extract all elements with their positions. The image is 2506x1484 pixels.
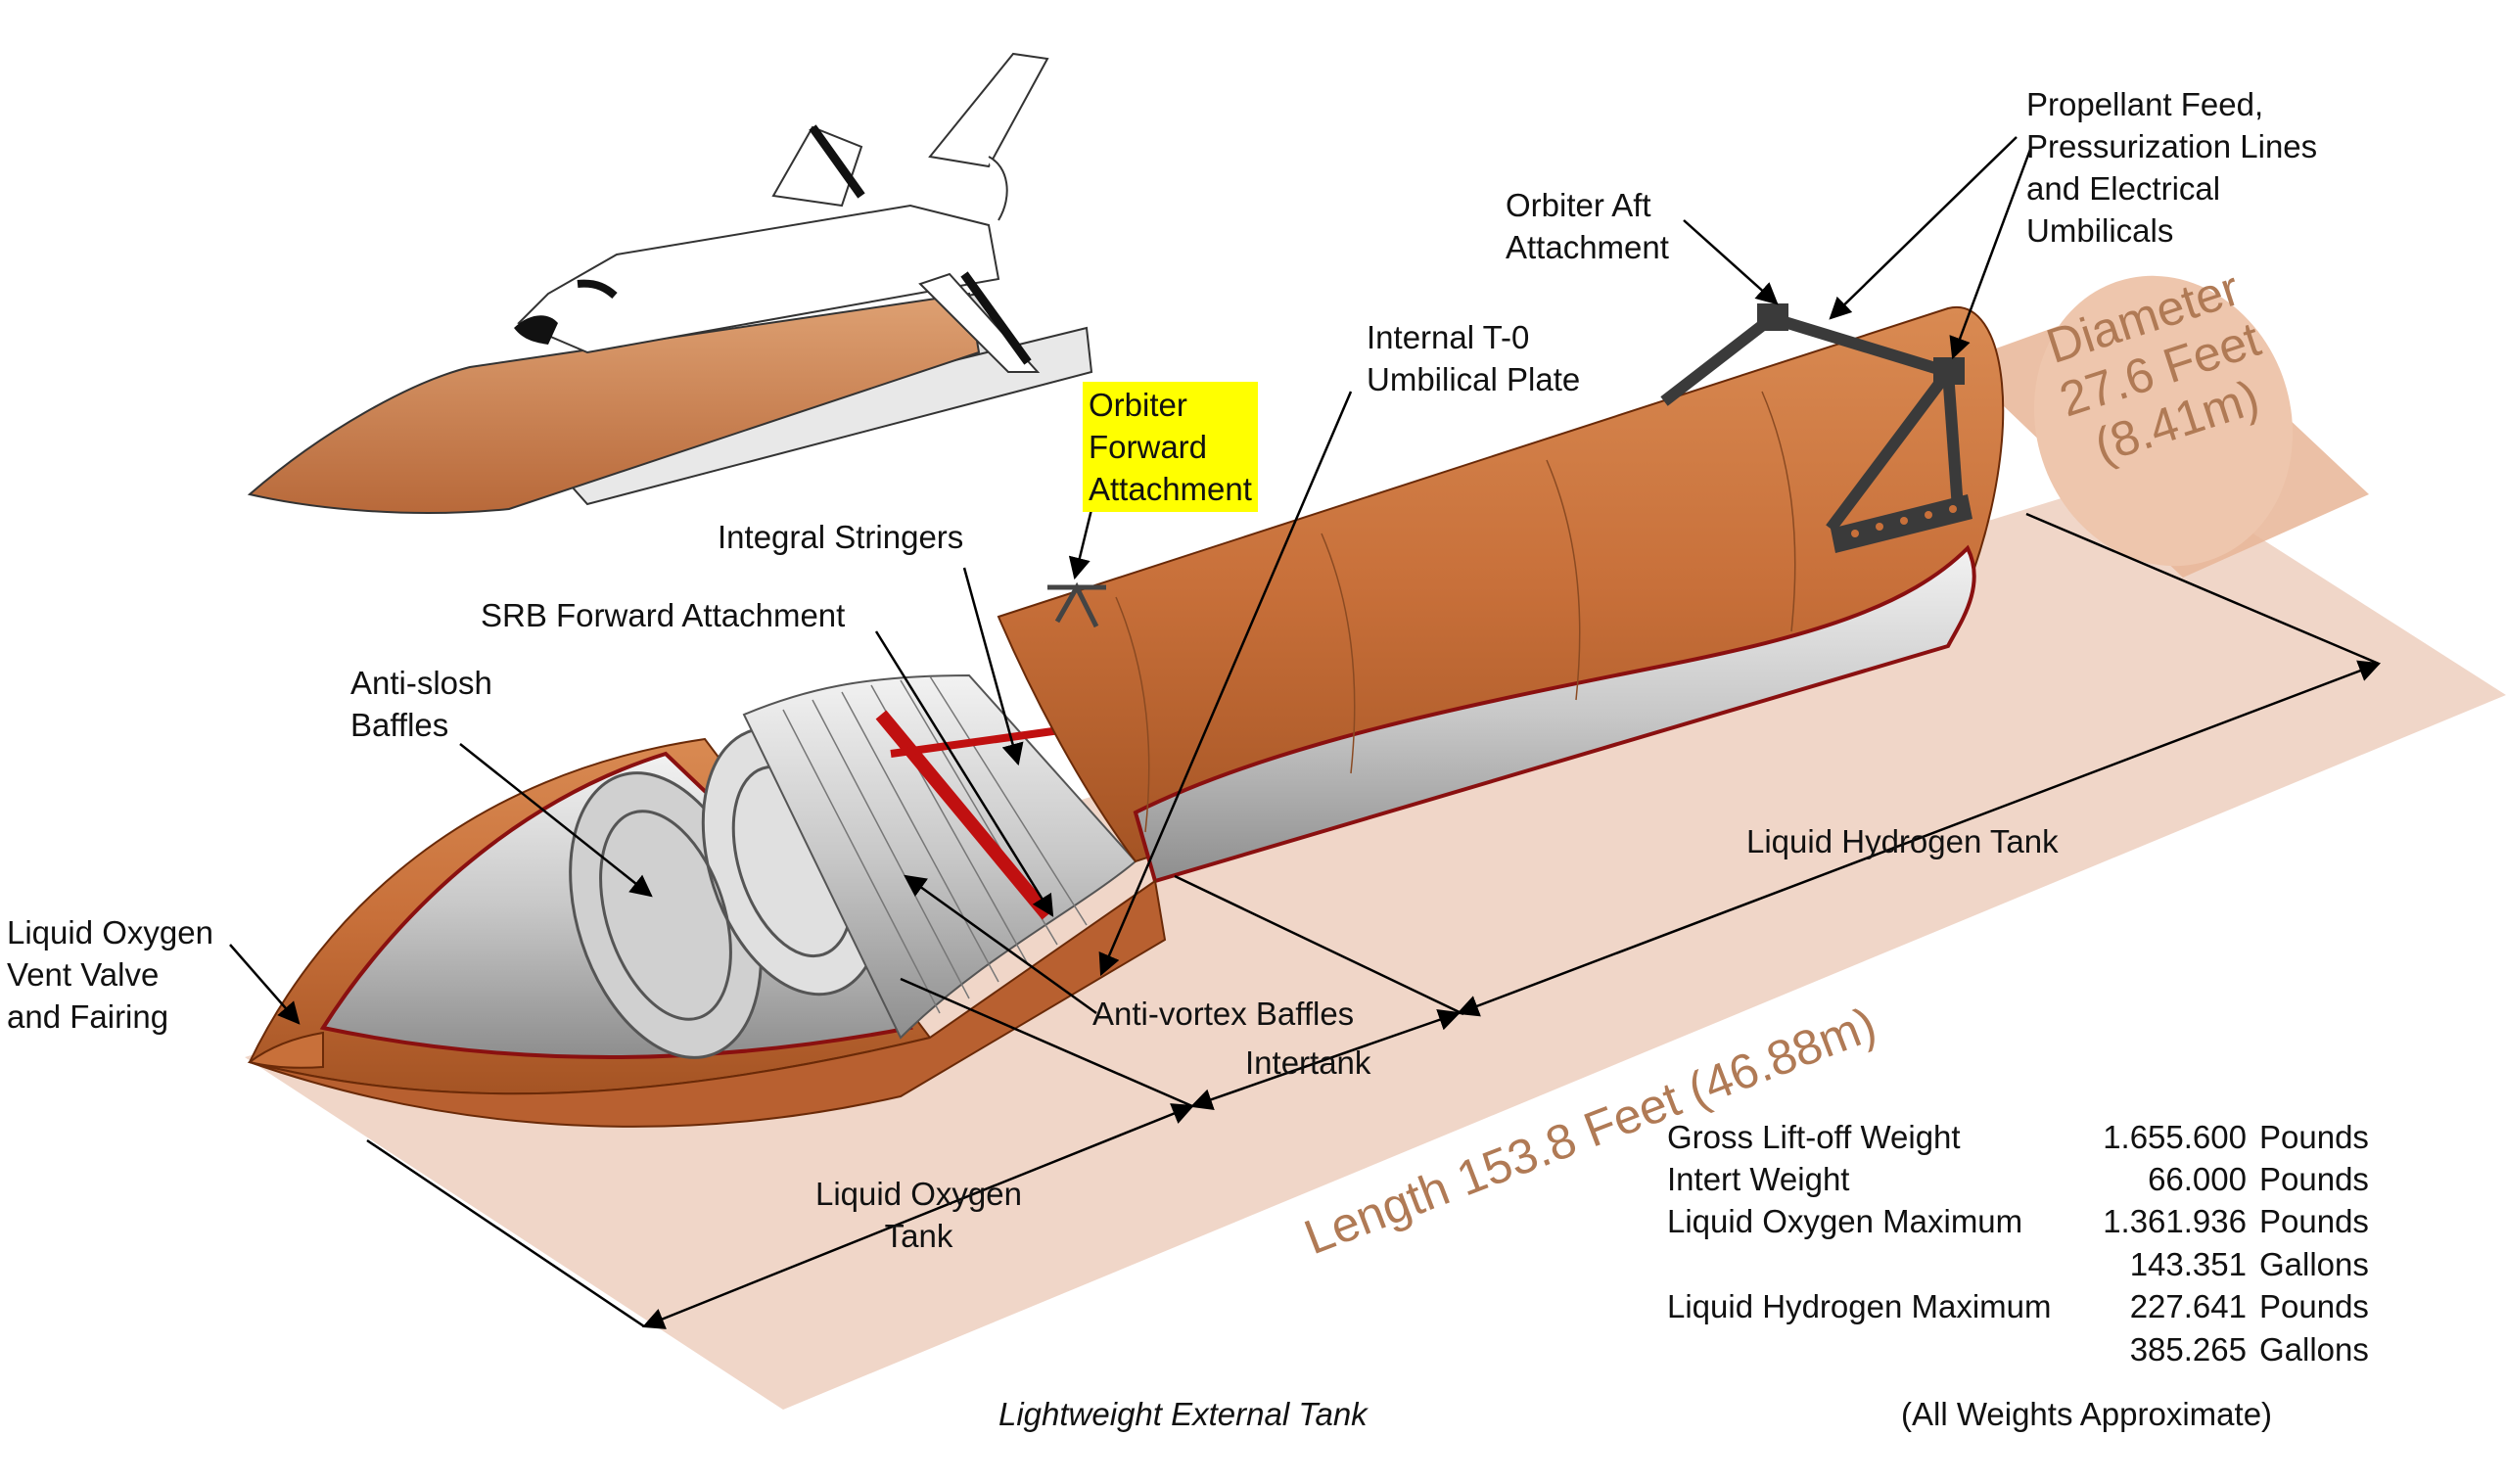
diameter-cylinder (1958, 275, 2369, 578)
spec-unit: Pounds (2259, 1161, 2369, 1197)
label-integral-stringers: Integral Stringers (718, 519, 964, 555)
spec-value: 1.361.936 (2103, 1203, 2247, 1239)
leader-propellant-2 (1949, 146, 2033, 360)
dim-intertank (1189, 1009, 1462, 1110)
label-lh2-tank: Liquid Hydrogen Tank (1746, 823, 2059, 859)
leader-propellant-1 (1829, 136, 2018, 320)
label-anti-slosh-baffles: Anti-slosh Baffles (350, 665, 492, 743)
spec-unit: Gallons (2259, 1246, 2369, 1282)
spec-label: Intert Weight (1667, 1161, 1850, 1197)
spec-value: 66.000 (2148, 1161, 2247, 1197)
leader-anti-slosh (459, 743, 653, 898)
diagram-title: Lightweight External Tank (998, 1396, 1368, 1432)
weights-note: (All Weights Approximate) (1901, 1396, 2273, 1432)
leader-internal-t0 (1098, 391, 1353, 977)
leader-lines (229, 136, 2382, 1329)
external-tank-body (247, 303, 2005, 1128)
spec-value: 227.641 (2129, 1288, 2247, 1324)
label-lox-vent-valve: Liquid Oxygen Vent Valve and Fairing (7, 914, 213, 1035)
leader-orbiter-aft (1683, 219, 1779, 305)
label-orbiter-forward-attachment: Orbiter Forward Attachment (1083, 382, 1258, 512)
label-srb-forward-attachment: SRB Forward Attachment (481, 597, 846, 633)
dim-lox-tank (641, 1103, 1195, 1329)
spec-label: Gross Lift-off Weight (1667, 1119, 1961, 1155)
leader-lox-vent (229, 944, 301, 1025)
spec-value: 385.265 (2129, 1331, 2247, 1368)
spec-label: Liquid Hydrogen Maximum (1667, 1288, 2052, 1324)
spec-unit: Pounds (2259, 1288, 2369, 1324)
spec-unit: Pounds (2259, 1203, 2369, 1239)
label-lox-tank: Liquid Oxygen Tank (815, 1176, 1022, 1254)
label-anti-vortex-baffles: Anti-vortex Baffles (1092, 996, 1355, 1032)
label-propellant-feed: Propellant Feed, Pressurization Lines an… (2026, 86, 2318, 249)
orbiter-aft-attachment-struts (1660, 312, 1964, 533)
leader-integral-stringers (962, 567, 1024, 766)
label-internal-t0-umbilical-plate: Internal T-0 Umbilical Plate (1367, 319, 1581, 397)
spec-value: 1.655.600 (2103, 1119, 2247, 1155)
spec-unit: Pounds (2259, 1119, 2369, 1155)
leader-srb-forward (874, 630, 1054, 917)
dim-lh2-tank (1456, 660, 2382, 1017)
spec-unit: Gallons (2259, 1331, 2369, 1368)
leader-anti-vortex (904, 874, 1097, 1015)
spec-value: 143.351 (2129, 1246, 2247, 1282)
label-intertank: Intertank (1245, 1044, 1371, 1081)
label-orbiter-aft-attachment: Orbiter Aft Attachment (1506, 187, 1669, 265)
shuttle-stack-illustration (247, 52, 1093, 515)
spec-label: Liquid Oxygen Maximum (1667, 1203, 2023, 1239)
